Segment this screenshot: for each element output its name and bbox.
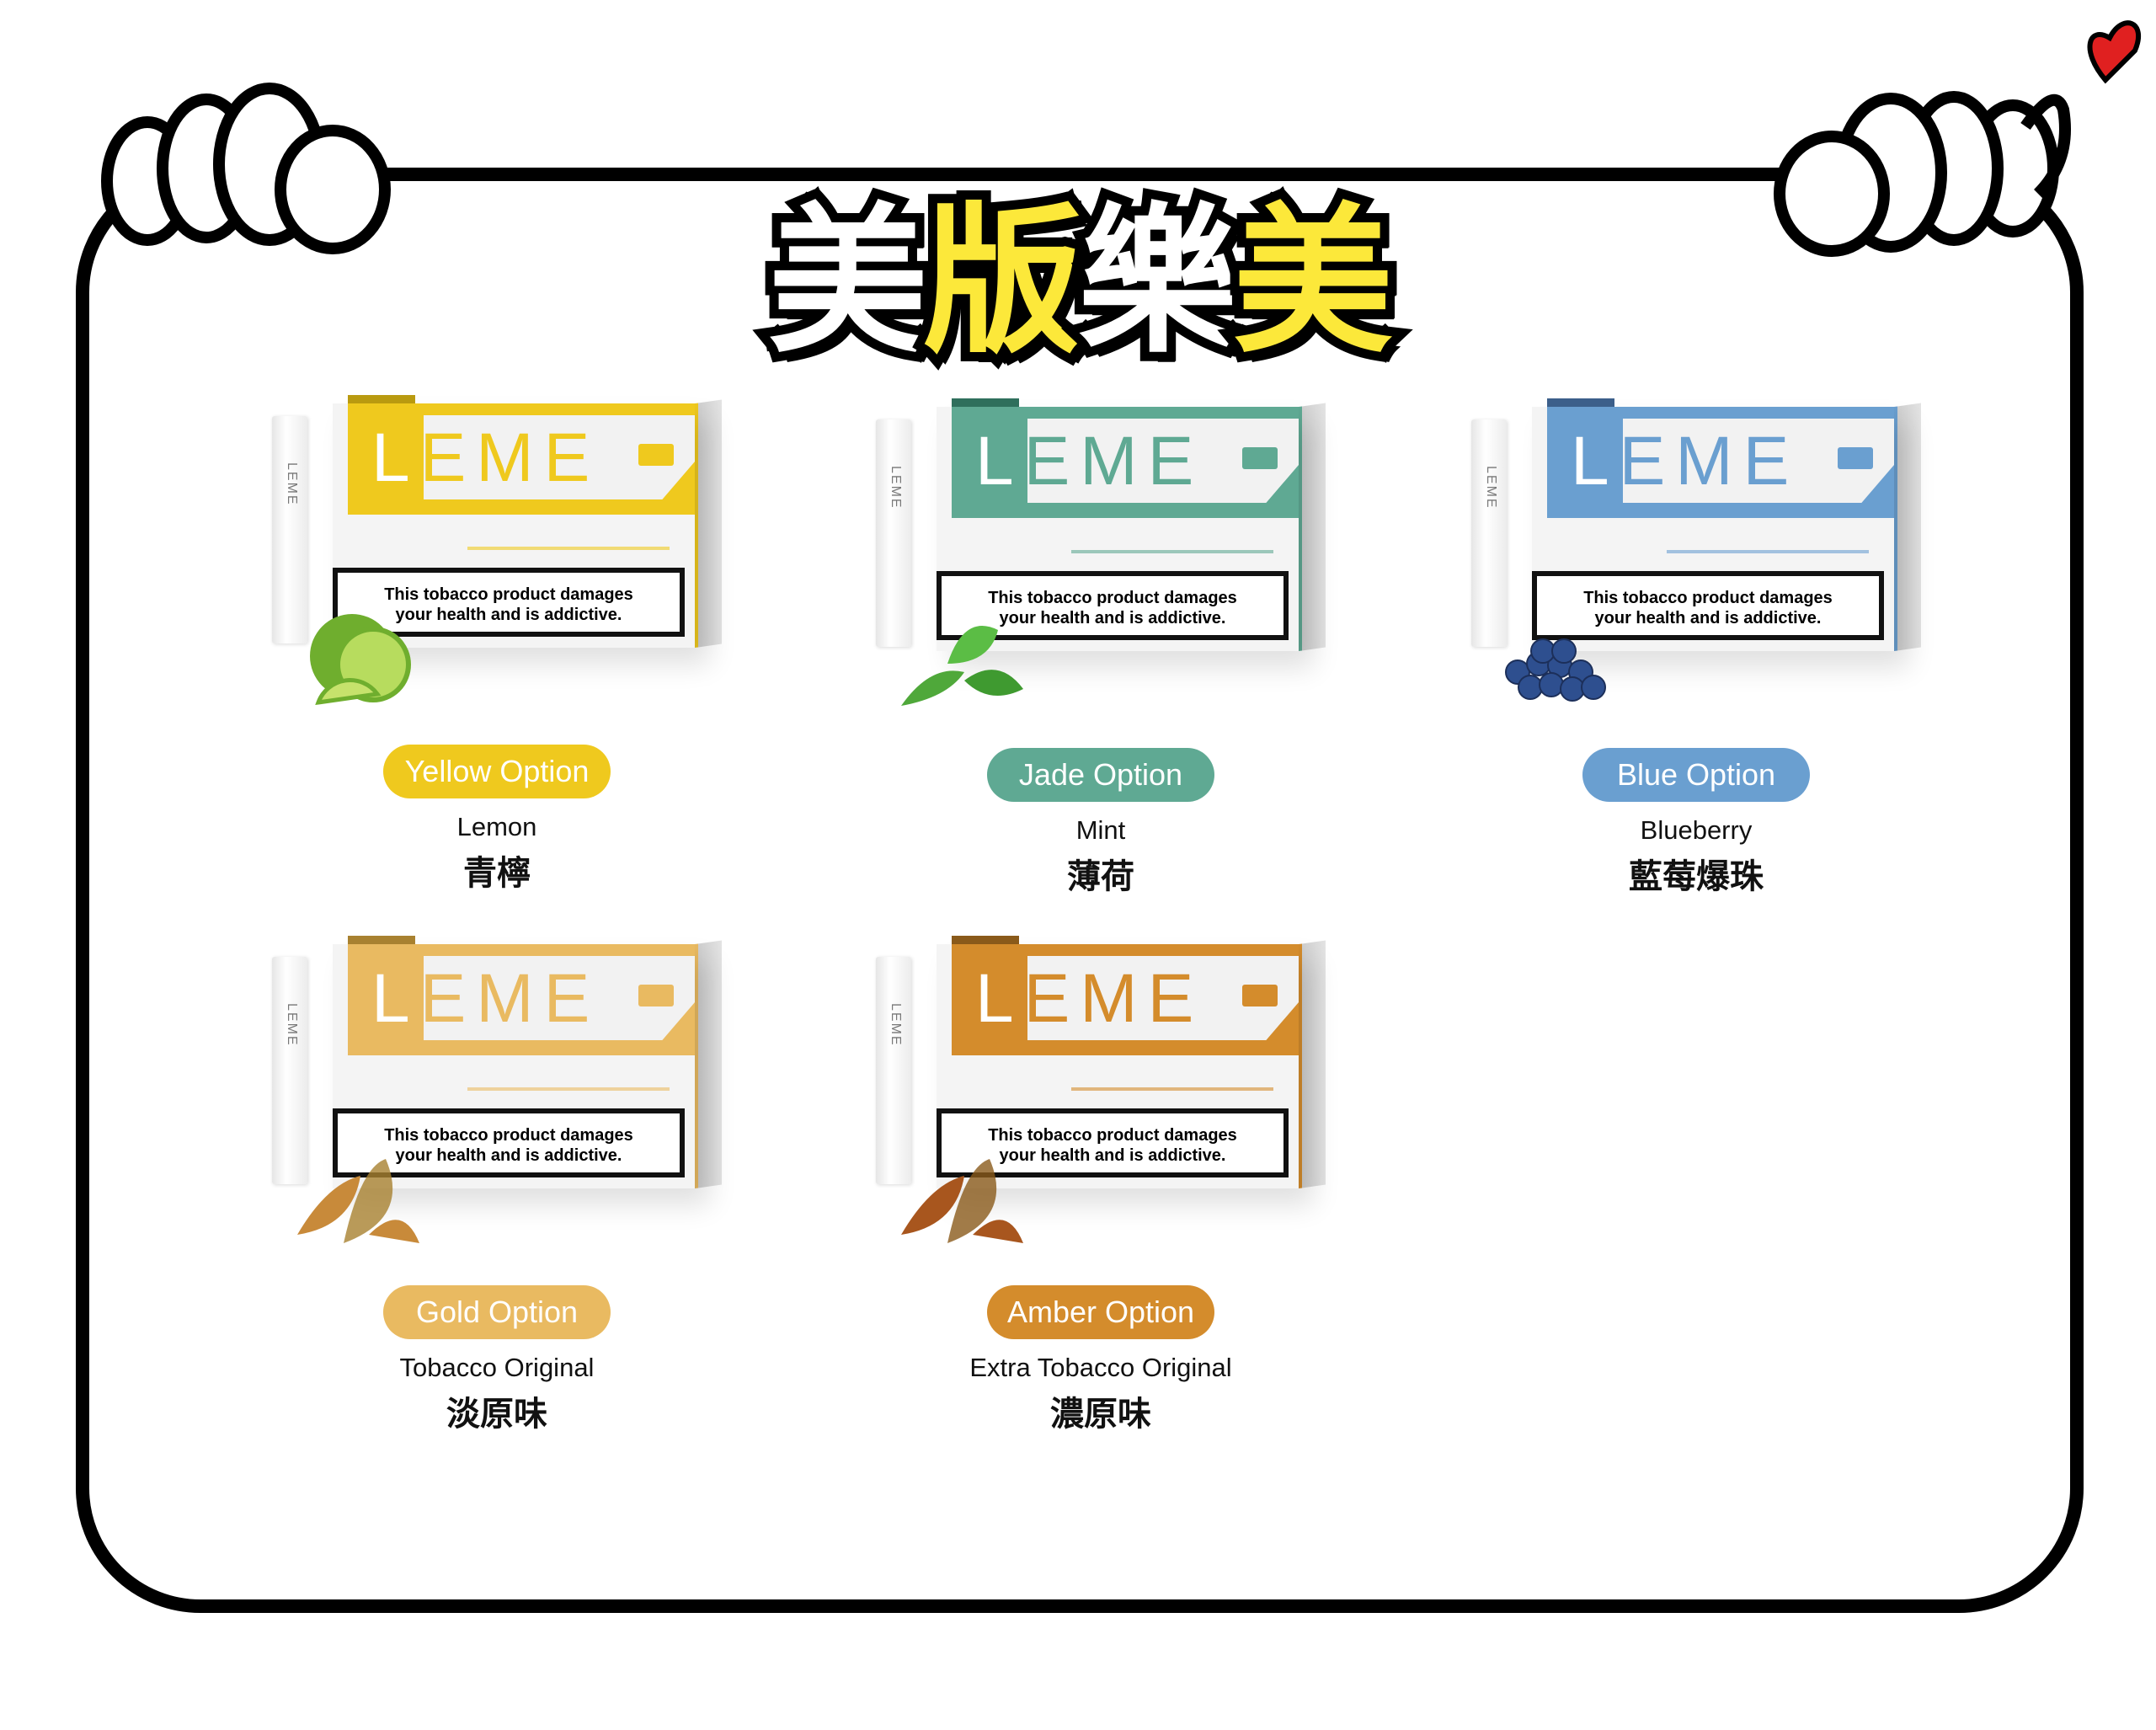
heated-stick-image: LEME [1471,419,1507,647]
stick-logo: LEME [285,1003,299,1047]
stick-logo: LEME [889,1003,903,1047]
warning-line-1: This tobacco product damages [384,585,633,604]
warning-line-1: This tobacco product damages [1583,589,1833,607]
flavor-name-chinese: 薄荷 [1067,858,1134,895]
pack-side [695,940,722,1188]
warning-line-1: This tobacco product damages [988,589,1237,607]
heated-stick-image: LEME [876,419,911,647]
brand-prefix: L [1571,423,1620,499]
brand-logo: LEME [975,961,1203,1037]
flavor-name: Blueberry [1640,815,1753,845]
warning-line-2: your health and is addictive. [999,1146,1226,1165]
pack-side [1894,403,1921,651]
brand-rest: EME [1023,423,1204,499]
pack-side [1299,403,1326,651]
heated-stick-image: LEME [876,957,911,1184]
warning-line-2: your health and is addictive. [1594,609,1822,627]
brand-prefix: L [975,423,1024,499]
product-pack-image: LEME This tobacco product damages your he… [1532,398,1894,651]
left-hand-decoration [101,83,391,254]
title-char-4: 美 [1224,184,1402,381]
pack-side [695,399,722,648]
pack-color-band: LEME [952,944,1299,1055]
right-hand-decoration [1774,91,2071,257]
flavor-badge [638,444,674,466]
pack-stripe [467,1087,670,1091]
title-char-2: 版 [914,184,1092,381]
flavor-badge [1242,985,1278,1006]
product-pack-image: LEME This tobacco product damages your he… [937,398,1299,651]
brand-logo: LEME [371,961,600,1037]
pack-stripe [1071,550,1273,553]
product-card-yellow-option: LEME LEME This tobacco product damages yo… [268,395,790,938]
heated-stick-image: LEME [272,957,307,1184]
brand-logo: LEME [975,424,1203,499]
brand-rest: EME [419,419,600,496]
flavor-name-chinese: 藍莓爆珠 [1629,858,1764,895]
option-badge: Blue Option [1582,748,1810,802]
heated-stick-image: LEME [272,416,307,643]
warning-line-2: your health and is addictive. [395,606,622,624]
flavor-name-chinese: 濃原味 [1050,1396,1151,1433]
flavor-name: Mint [1075,815,1126,845]
pack-stripe [467,547,670,550]
lime-icon [310,614,411,706]
flavor-badge [1242,447,1278,469]
pack-side [1299,940,1326,1188]
brand-logo: LEME [1571,424,1799,499]
brand-rest: EME [1619,423,1800,499]
health-warning: This tobacco product damages your health … [1532,571,1884,640]
pack-stripe [1071,1087,1273,1091]
option-badge: Amber Option [987,1285,1214,1339]
pack-stripe [1667,550,1869,553]
brand-prefix: L [975,960,1024,1037]
stick-logo: LEME [889,466,903,510]
pack-color-band: LEME [952,407,1299,518]
flavor-name: Lemon [456,812,537,841]
stick-logo: LEME [1484,466,1498,510]
product-pack-image: LEME This tobacco product damages your he… [333,395,695,648]
title-char-3: 樂 [1069,184,1247,381]
tobacco-leaves-icon [297,1159,419,1243]
mint-leaves-icon [901,626,1023,706]
warning-line-2: your health and is addictive. [395,1146,622,1165]
heart-icon [2087,20,2142,84]
product-card-jade-option: LEME LEME This tobacco product damages yo… [872,398,1394,942]
option-badge: Yellow Option [383,745,611,798]
flavor-name: Tobacco Original [399,1353,595,1382]
brand-prefix: L [371,960,420,1037]
flavor-badge [638,985,674,1006]
page-title: 美版樂美 [0,181,2156,383]
warning-line-2: your health and is addictive. [999,609,1226,627]
warning-line-1: This tobacco product damages [384,1126,633,1145]
option-badge: Gold Option [383,1285,611,1339]
pack-color-band: LEME [348,403,695,515]
pack-color-band: LEME [348,944,695,1055]
tobacco-leaves-icon [901,1159,1023,1243]
product-card-blue-option: LEME LEME This tobacco product damages yo… [1467,398,1989,942]
health-warning: This tobacco product damages your health … [333,568,685,637]
stick-logo: LEME [285,462,299,506]
warning-line-1: This tobacco product damages [988,1126,1237,1145]
brand-prefix: L [371,419,420,496]
flavor-name-chinese: 淡原味 [446,1396,547,1433]
blueberries-icon [1505,638,1606,702]
option-badge: Jade Option [987,748,1214,802]
flavor-badge [1838,447,1873,469]
title-char-1: 美 [759,184,937,381]
flavor-name-chinese: 青檸 [463,855,531,892]
brand-logo: LEME [371,420,600,496]
health-warning: This tobacco product damages your health … [937,571,1289,640]
flavor-name: Extra Tobacco Original [969,1353,1232,1382]
pack-color-band: LEME [1547,407,1894,518]
brand-rest: EME [419,960,600,1037]
brand-rest: EME [1023,960,1204,1037]
